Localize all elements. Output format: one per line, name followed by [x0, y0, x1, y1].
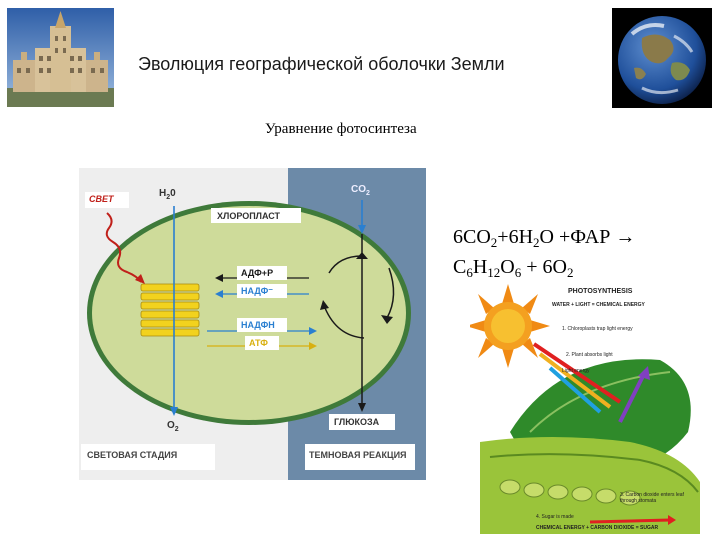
atf-label: АТФ [249, 338, 268, 348]
equation-line-2: C6H12O6 + 6O2 [453, 256, 574, 280]
photosynthesis-step-3: Light energy [562, 368, 590, 374]
adf-label: АДФ+Р [241, 268, 274, 278]
building-photo [7, 8, 114, 107]
chloroplast-diagram: СВЕТ H20 CO2 ХЛОРОПЛАСТ АДФ+Р НАДФ⁻ НАДФ… [79, 168, 426, 480]
nadfn-label: НАДФН [241, 320, 275, 330]
co2-label: CO2 [351, 184, 370, 197]
o2-label: O2 [167, 420, 179, 433]
photosynthesis-step-5: 4. Sugar is made [536, 514, 574, 520]
photosynthesis-illustration: PHOTOSYNTHESIS WATER + LIGHT = CHEMICAL … [470, 282, 710, 534]
light-stage-label: СВЕТОВАЯ СТАДИЯ [87, 450, 178, 460]
glucose-label: ГЛЮКОЗА [334, 417, 380, 427]
equation-line-1: 6CO2+6H2O +ФАР → [453, 226, 636, 250]
earth-image [612, 8, 712, 108]
photosynthesis-equation: 6CO2+6H2O +ФАР → C6H12O6 + 6O2 [453, 222, 635, 282]
nadf-label: НАДФ⁻ [241, 286, 274, 296]
photosynthesis-step-2: 2. Plant absorbs light [566, 352, 613, 358]
photosynthesis-caption-top: WATER + LIGHT = CHEMICAL ENERGY [552, 302, 645, 308]
slide-subtitle: Уравнение фотосинтеза [265, 121, 417, 137]
photosynthesis-step-4: 3. Carbon dioxide enters leaf through st… [620, 492, 684, 504]
photosynthesis-caption-bottom: CHEMICAL ENERGY + CARBON DIOXIDE = SUGAR [536, 525, 659, 531]
dark-stage-label: ТЕМНОВАЯ РЕАКЦИЯ [309, 450, 407, 460]
light-label: СВЕТ [89, 194, 114, 204]
page-title: Эволюция географической оболочки Земли [138, 54, 505, 74]
photosynthesis-step-1: 1. Chloroplasts trap light energy [562, 326, 633, 332]
chloroplast-label: ХЛОРОПЛАСТ [217, 211, 281, 221]
photosynthesis-title: PHOTOSYNTHESIS [568, 288, 633, 295]
h2o-label: H20 [159, 188, 176, 201]
